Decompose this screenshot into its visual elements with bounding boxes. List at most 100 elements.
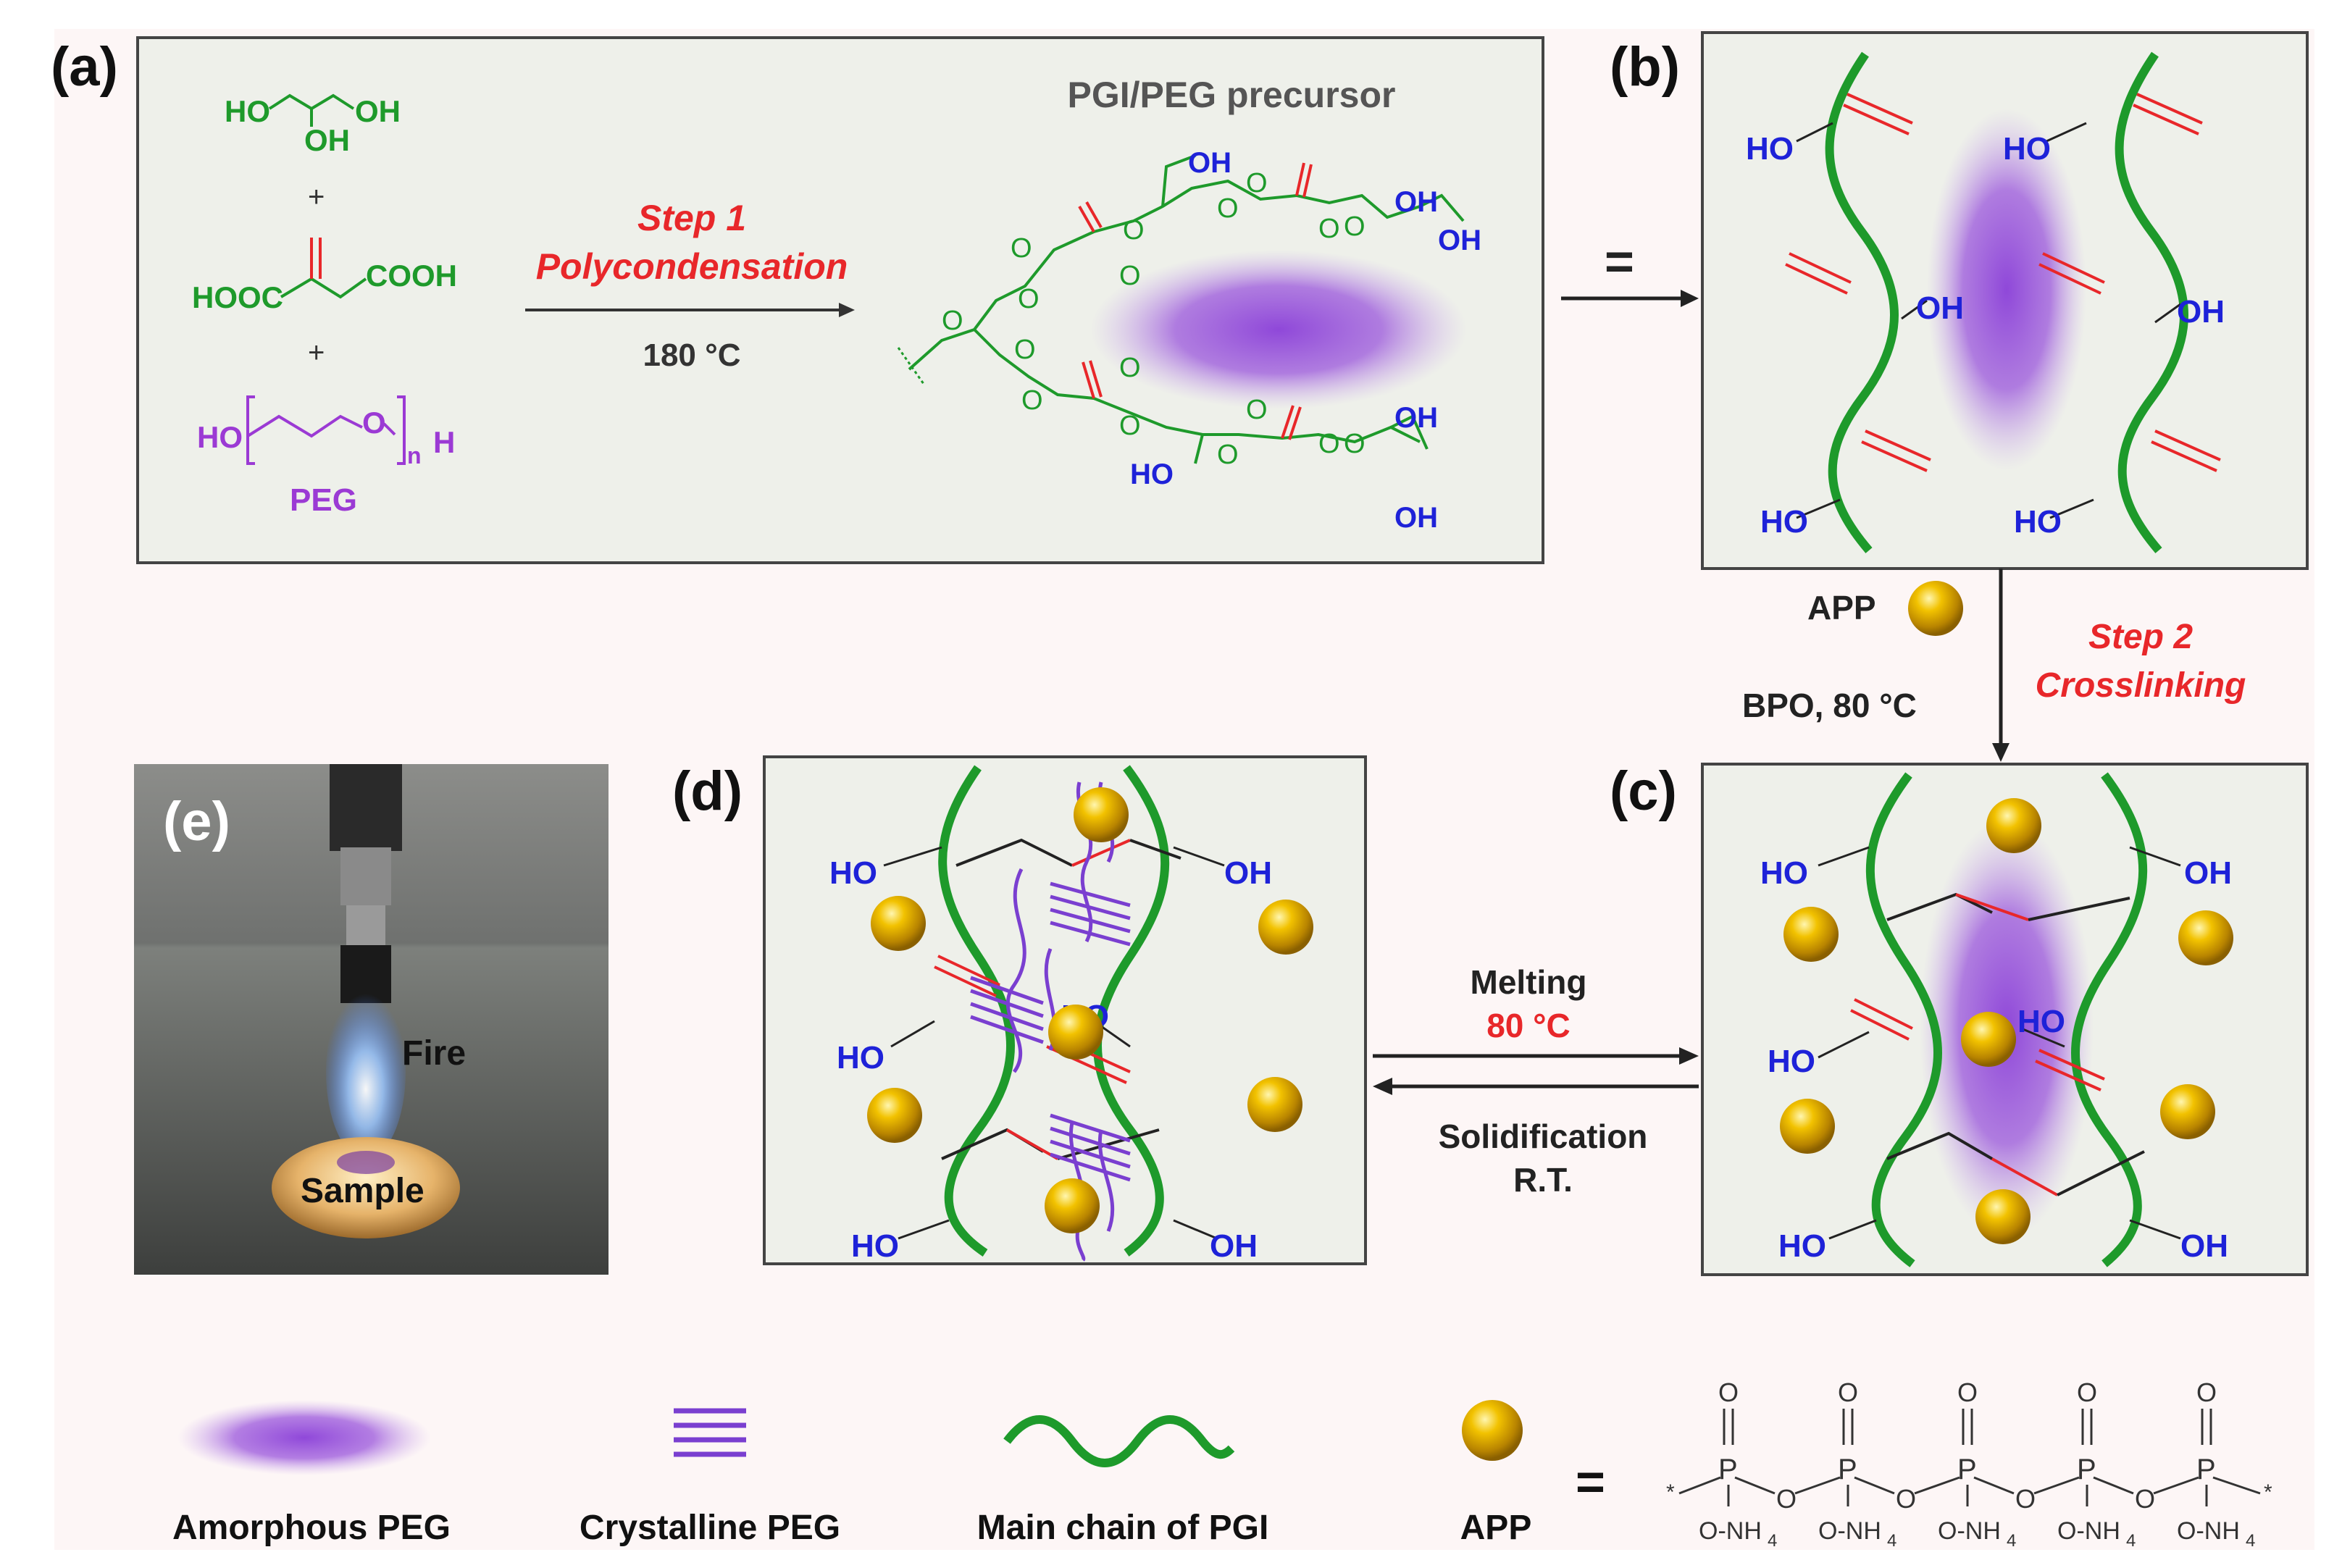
legend-main-chain-swatch: [1003, 1415, 1235, 1467]
itaconic-bonds: [280, 277, 367, 299]
svg-text:P: P: [2196, 1454, 2216, 1485]
app-unit-5: O P O-NH 4: [2177, 1378, 2255, 1551]
svg-text:O-NH: O-NH: [2177, 1517, 2240, 1545]
step2-bpo: BPO, 80 °C: [1742, 687, 1917, 724]
panel-c-oh-stubs: [1818, 846, 2181, 1240]
legend-amorphous-peg-swatch: [177, 1400, 431, 1475]
app-structure-star-right: *: [2264, 1480, 2272, 1504]
panel-b-oh-2: OH: [2177, 294, 2225, 330]
panel-c-ho-2: HO: [1768, 1044, 1815, 1079]
panel-b-label: (b): [1610, 36, 1680, 98]
svg-text:O: O: [1217, 440, 1239, 470]
precursor-amorphous-peg-blob: [1090, 250, 1467, 409]
solidification-arrowhead: [1373, 1078, 1392, 1095]
peg-label: PEG: [290, 482, 357, 518]
svg-text:O-NH: O-NH: [1938, 1517, 2001, 1545]
peg-structure: HO O n H PEG: [197, 395, 455, 518]
svg-text:O: O: [1119, 261, 1141, 291]
b-to-c-arrowhead: [1992, 743, 2009, 762]
panel-d-label: (d): [672, 760, 743, 822]
panel-e-label: (e): [163, 791, 230, 852]
panel-c-chain-left: [1865, 772, 1942, 1267]
step1-temp: 180 °C: [643, 338, 740, 373]
panel-c-oh-1: OH: [2184, 855, 2232, 891]
panel-b-ho-1: HO: [1746, 131, 1794, 167]
svg-text:O: O: [1119, 353, 1141, 383]
torch-neck: [340, 847, 391, 905]
panel-c-crosslinks: [1886, 892, 2145, 1196]
panel-c-ho-4: HO: [1778, 1228, 1826, 1264]
legend-crystalline-peg-label: Crystalline PEG: [580, 1509, 840, 1547]
step1-arrowhead: [839, 303, 855, 317]
svg-text:O: O: [1217, 193, 1239, 224]
svg-text:4: 4: [2246, 1531, 2255, 1551]
melting-arrowhead: [1679, 1047, 1699, 1065]
glycerol-oh-right: OH: [355, 94, 401, 128]
itaconic-cooh: COOH: [366, 259, 457, 293]
svg-text:O: O: [1718, 1378, 1739, 1407]
glycerol-oh-bottom: OH: [304, 123, 350, 157]
step1-line2: Polycondensation: [536, 246, 848, 287]
precursor-structure: [908, 154, 1465, 464]
peg-bracket-left: [246, 395, 255, 465]
panel-c-chain-right: [2071, 772, 2148, 1267]
step2-transition: APP BPO, 80 °C Step 2 Crosslinking: [1742, 569, 2246, 762]
svg-text:P: P: [1838, 1454, 1857, 1485]
svg-text:O: O: [1246, 168, 1268, 198]
svg-text:4: 4: [2126, 1531, 2136, 1551]
precursor-right-branch: [1419, 193, 1465, 222]
itaconic-hooc: HOOC: [192, 280, 283, 314]
panel-d-ho-4: HO: [851, 1228, 899, 1264]
step2-line2: Crosslinking: [2036, 666, 2246, 705]
panel-a-label: (a): [51, 36, 118, 98]
app-unit-1: O P O-NH 4 O: [1699, 1378, 1797, 1551]
legend: Amorphous PEG Crystalline PEG Main chain…: [172, 1378, 2272, 1551]
panel-c-ho-3: HO: [2017, 1004, 2065, 1039]
panel-b-ho-4: HO: [2014, 504, 2062, 540]
svg-text:O: O: [1344, 211, 1366, 242]
precursor-right-branch-2: [1390, 414, 1429, 450]
peg-bonds: [246, 414, 363, 438]
panel-c-oh-2: OH: [2180, 1228, 2228, 1264]
svg-text:O: O: [1021, 385, 1043, 416]
app-structure-star-left: *: [1666, 1480, 1675, 1504]
legend-app-sphere: [1462, 1400, 1523, 1461]
svg-text:O: O: [1318, 429, 1340, 459]
panel-d-ho-1: HO: [829, 855, 877, 891]
precursor-oh-right-1: OH: [1394, 186, 1438, 218]
itaconic-acid-structure: HOOC COOH: [192, 238, 457, 314]
photo-sample-label: Sample: [301, 1172, 425, 1210]
torch-body: [330, 764, 402, 851]
step2-app-sphere: [1908, 581, 1963, 636]
svg-text:O: O: [1957, 1378, 1978, 1407]
glycerol-structure: HO OH OH: [225, 93, 401, 157]
app-unit-2: O P O-NH 4 O: [1818, 1378, 1916, 1551]
step1-line1: Step 1: [637, 198, 746, 238]
peg-ho: HO: [197, 420, 243, 454]
svg-text:O-NH: O-NH: [1699, 1517, 1762, 1545]
plus-1: +: [308, 181, 325, 213]
svg-text:O: O: [1896, 1484, 1916, 1514]
panel-c-label: (c): [1610, 760, 1677, 822]
svg-text:O: O: [1011, 233, 1032, 264]
precursor-oh-top: OH: [1188, 147, 1231, 179]
panel-d-app-spheres: [867, 787, 1313, 1233]
legend-equals: =: [1576, 1454, 1605, 1510]
svg-text:O: O: [1119, 411, 1141, 441]
panel-d: (d): [672, 755, 1367, 1265]
panel-d-oh-1: OH: [1224, 855, 1272, 891]
legend-crystalline-peg-swatch: [674, 1408, 746, 1457]
svg-text:P: P: [2077, 1454, 2096, 1485]
precursor-ho-bottom: HO: [1130, 458, 1174, 490]
legend-main-chain-label: Main chain of PGI: [977, 1509, 1269, 1547]
legend-app-label: APP: [1460, 1509, 1532, 1547]
precursor-vinyl-groups: [1078, 162, 1313, 440]
sample-burn-spot: [337, 1151, 395, 1174]
svg-text:O: O: [1123, 215, 1145, 246]
panel-b-oh-1: OH: [1916, 290, 1964, 326]
peg-h: H: [433, 425, 455, 459]
panel-c-ho-1: HO: [1760, 855, 1808, 891]
svg-text:O: O: [1018, 284, 1040, 314]
svg-text:O-NH: O-NH: [1818, 1517, 1881, 1545]
